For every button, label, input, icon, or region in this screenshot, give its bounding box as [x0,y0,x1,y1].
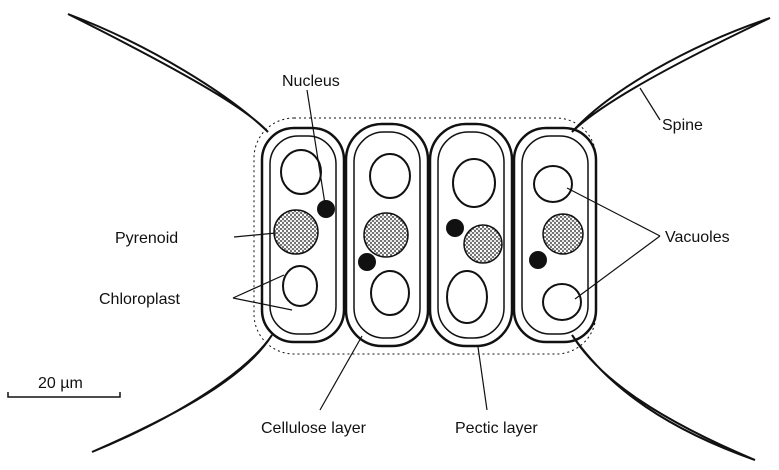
vacuole [534,166,572,202]
vacuole [281,150,321,194]
vacuole [283,266,317,306]
leader-chloroplast-1 [233,275,284,298]
nucleus [529,251,547,269]
vacuole [543,284,581,320]
vacuole [370,154,410,198]
label-chloroplast: Chloroplast [99,291,180,308]
spine-top-right [572,18,770,132]
nucleus [446,219,464,237]
nucleus [317,200,335,218]
pyrenoid [543,214,583,254]
label-nucleus: Nucleus [282,73,340,90]
leader-pectic [478,347,487,410]
label-pectic-layer: Pectic layer [455,420,538,437]
scale-bar: 20 µm [8,375,120,397]
vacuole [447,271,487,323]
label-pyrenoid: Pyrenoid [115,230,178,247]
label-cellulose-layer: Cellulose layer [261,420,367,437]
cell-4 [514,128,596,342]
leader-spine [640,88,660,120]
spine-top-left [68,14,268,132]
leader-cellulose [320,336,362,410]
spine-bottom-left [92,335,272,452]
label-spine: Spine [662,117,703,134]
cell-3 [430,124,512,346]
pyrenoid [364,213,408,257]
spine-bottom-right [572,335,755,460]
cell-2 [346,124,428,346]
cell-1 [262,128,344,342]
pyrenoid [464,225,502,263]
scale-label: 20 µm [38,375,83,392]
label-vacuoles: Vacuoles [665,229,730,246]
vacuole [371,271,409,315]
nucleus [358,253,376,271]
vacuole [453,159,495,207]
pyrenoid [274,210,318,254]
